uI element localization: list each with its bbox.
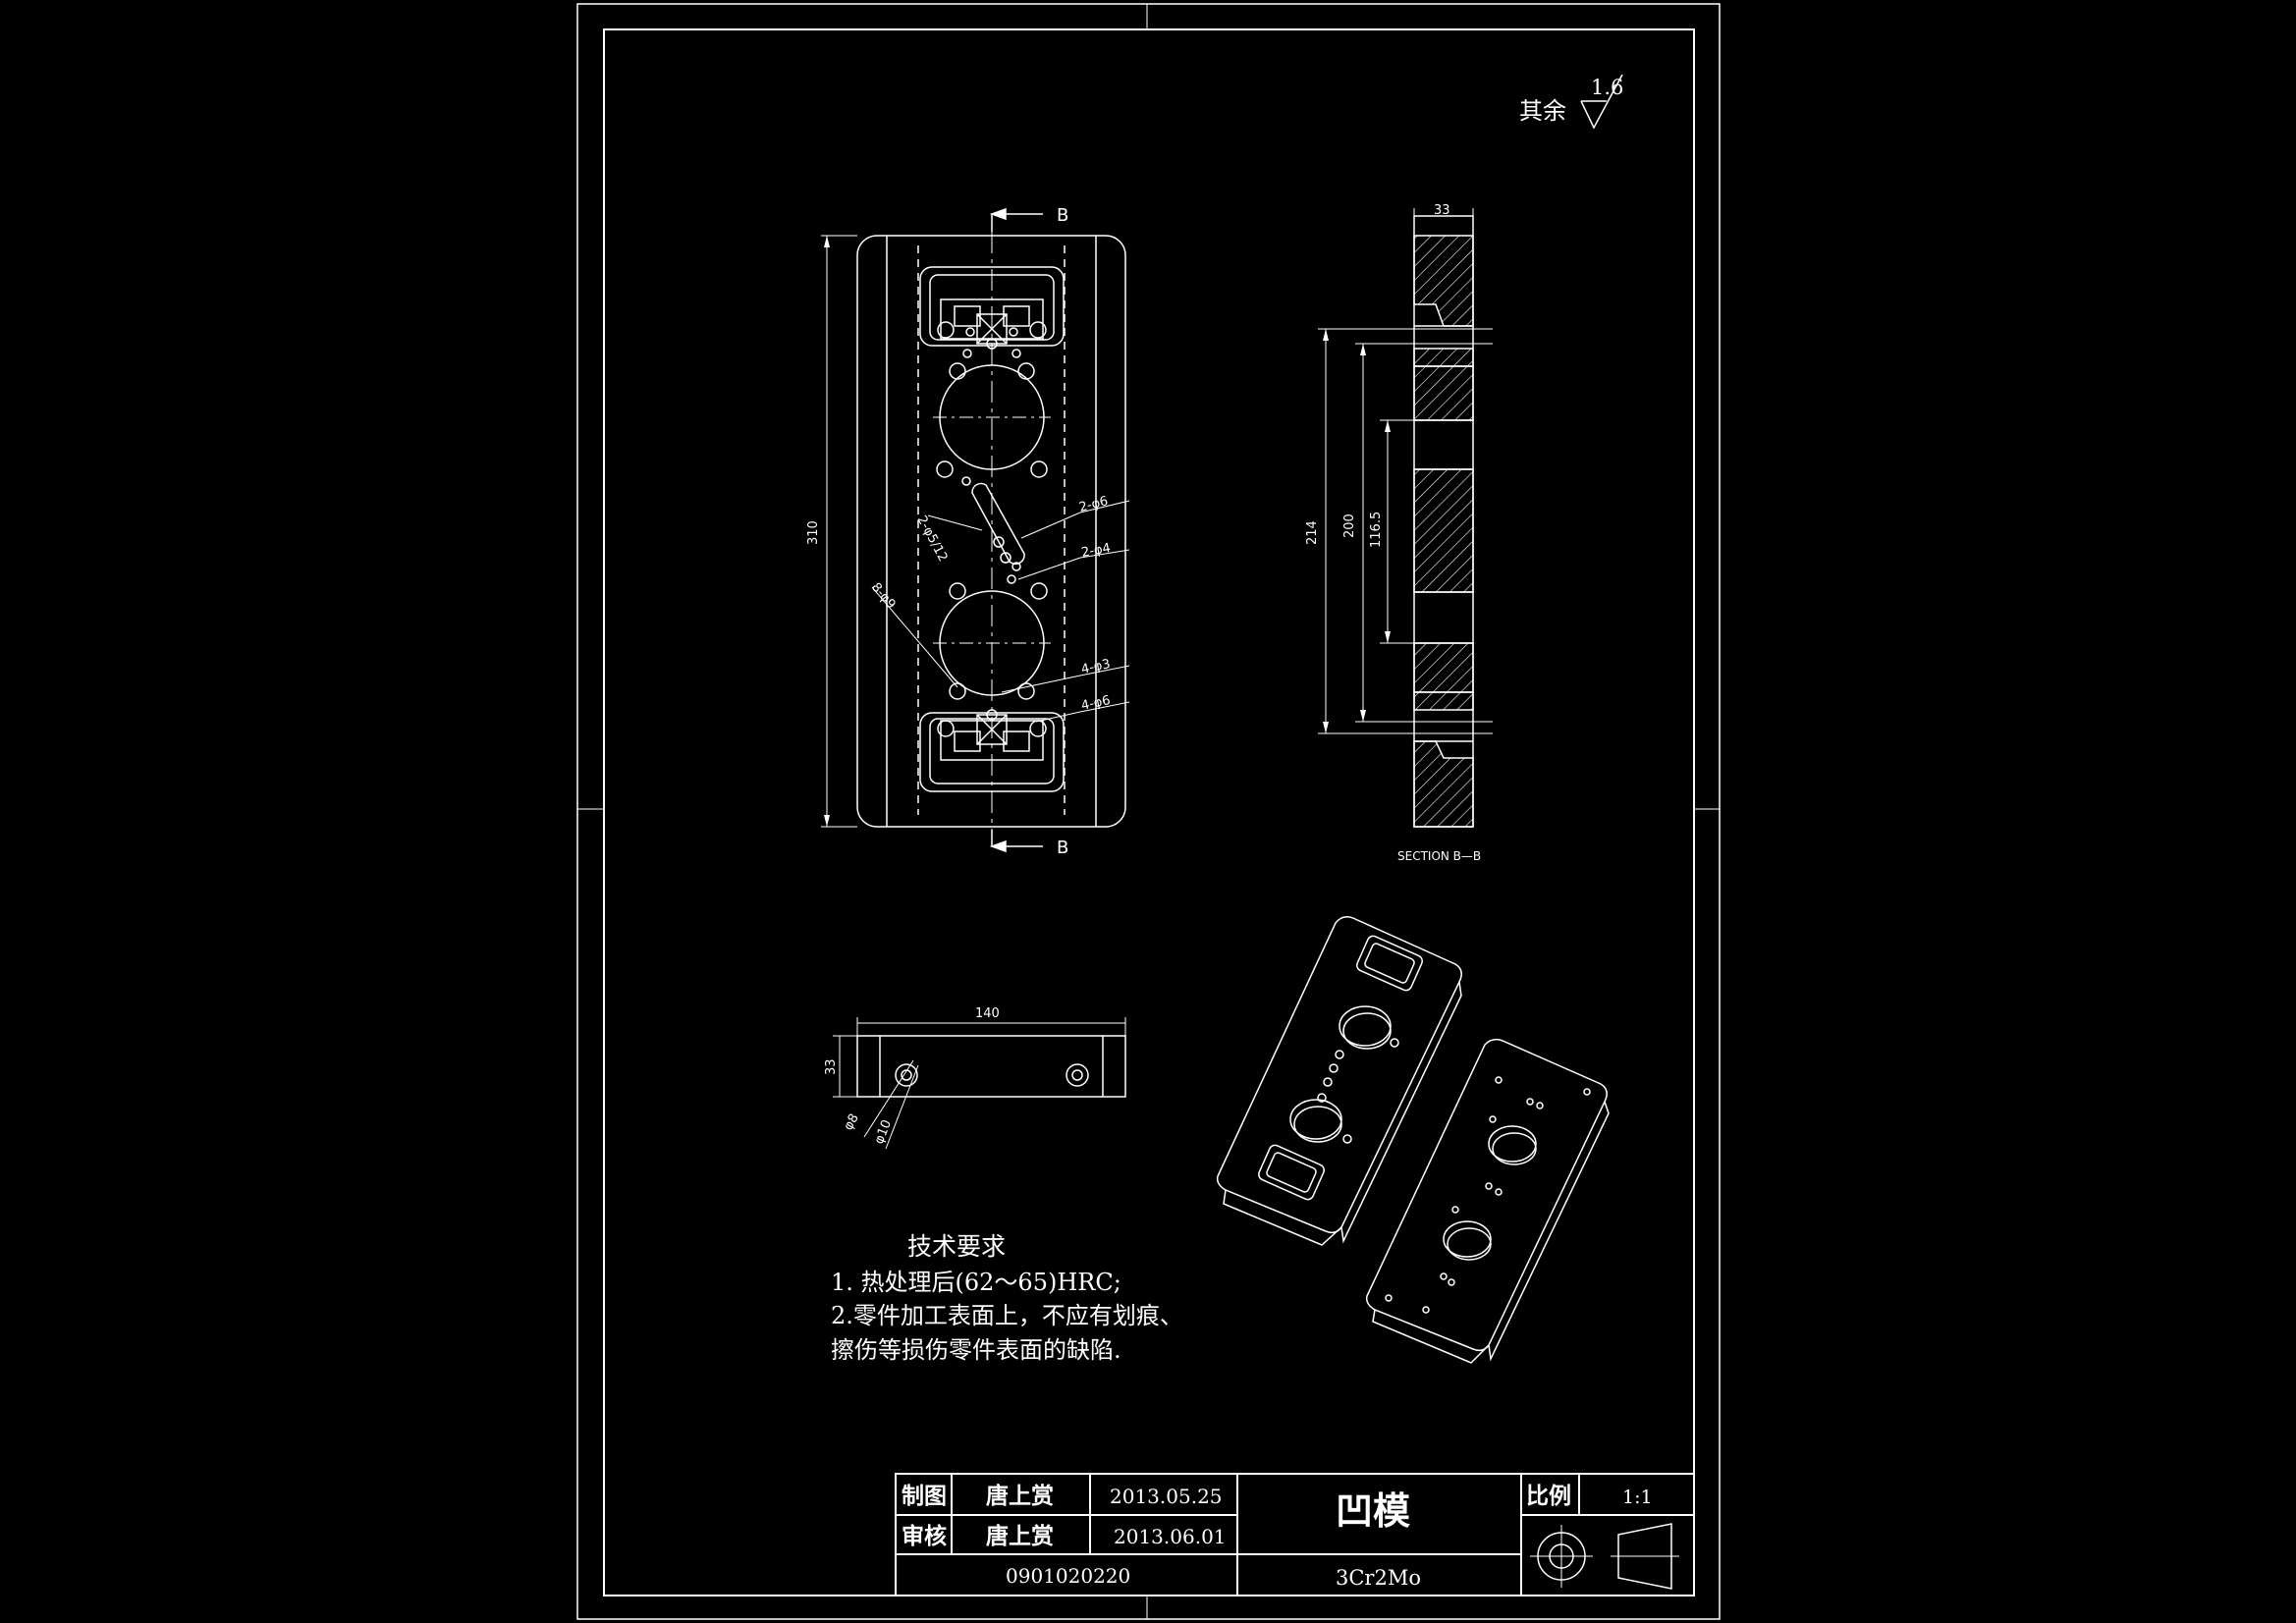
dim-thickness-33: 33 (1434, 203, 1450, 218)
section-view-labels: 33 214 200 116.5 SECTION B—B (1305, 203, 1481, 863)
isometric-view-top (1216, 916, 1462, 1246)
surface-finish-value: 1.6 (1591, 76, 1623, 99)
checked-date: 2013.06.01 (1114, 1525, 1227, 1548)
section-marker-bottom: B (1057, 838, 1068, 858)
front-view (821, 207, 1130, 853)
title-block-text: 制图 唐上赏 2013.05.25 审核 唐上赏 2013.06.01 0901… (902, 1483, 1653, 1590)
callout-2-d6: 2-φ6 (1077, 494, 1110, 515)
callout-8-d9: 8-φ9 (868, 580, 899, 612)
dim-width-140: 140 (975, 1006, 1000, 1021)
material: 3Cr2Mo (1336, 1566, 1421, 1590)
callout-2-d4: 2-φ4 (1080, 541, 1112, 561)
tech-note-2: 2.零件加工表面上，不应有划痕、 (831, 1302, 1183, 1329)
checked-by-name: 唐上赏 (986, 1523, 1054, 1549)
title-block (895, 1473, 1695, 1596)
drawn-by-name: 唐上赏 (986, 1483, 1054, 1509)
part-name: 凹模 (1336, 1488, 1410, 1533)
section-marker-top: B (1057, 205, 1068, 226)
dim-height-33: 33 (824, 1058, 839, 1075)
dim-116-5: 116.5 (1369, 512, 1384, 548)
tech-note-1: 1. 热处理后(62～65)HRC; (831, 1269, 1121, 1296)
isometric-view-bottom (1365, 1038, 1610, 1364)
section-view-label: SECTION B—B (1397, 849, 1481, 863)
callout-2-d5-12: 2-φ5/12 (913, 514, 950, 565)
label-drawn-by: 制图 (902, 1483, 947, 1509)
drawing-number: 0901020220 (1006, 1564, 1130, 1588)
tech-note-3: 擦伤等损伤零件表面的缺陷. (831, 1336, 1121, 1364)
callout-4-d3: 4-φ3 (1080, 657, 1112, 677)
technical-notes: 技术要求 1. 热处理后(62～65)HRC; 2.零件加工表面上，不应有划痕、… (831, 1232, 1183, 1364)
section-view (1318, 208, 1493, 828)
drawn-date: 2013.05.25 (1110, 1485, 1223, 1508)
dim-d8: φ8 (841, 1111, 861, 1133)
dim-200: 200 (1342, 514, 1357, 538)
sheet-border (576, 3, 1721, 1620)
dim-d10: φ10 (872, 1118, 895, 1147)
tech-notes-title: 技术要求 (907, 1232, 1006, 1261)
surface-finish-symbol: 其余 1.6 (1519, 74, 1623, 130)
surface-finish-prefix: 其余 (1519, 97, 1566, 125)
dim-214: 214 (1305, 520, 1320, 545)
side-view (833, 1017, 1126, 1150)
dim-height-310: 310 (806, 520, 821, 545)
scale-value: 1:1 (1622, 1487, 1653, 1508)
label-scale: 比例 (1526, 1483, 1571, 1509)
label-checked-by: 审核 (902, 1523, 947, 1549)
callout-4-d6: 4-φ6 (1080, 693, 1112, 714)
